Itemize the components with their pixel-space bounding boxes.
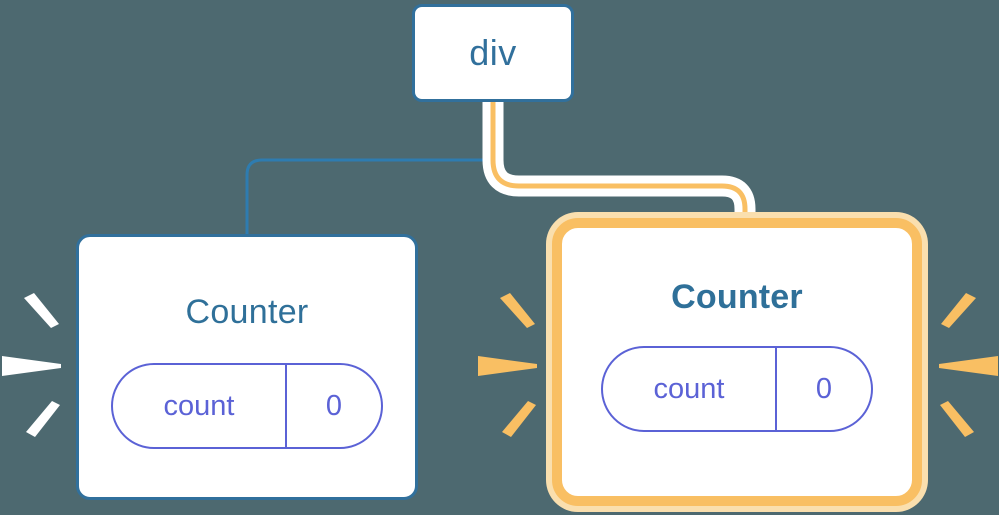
edge-div-to-counter-right bbox=[490, 102, 748, 232]
state-pill-left: count 0 bbox=[111, 363, 383, 449]
node-div-label: div bbox=[469, 32, 517, 73]
node-counter-right[interactable]: Counter count 0 bbox=[552, 218, 922, 506]
node-counter-right-title: Counter bbox=[671, 278, 803, 316]
node-counter-left[interactable]: Counter count 0 bbox=[76, 234, 418, 500]
node-div[interactable]: div bbox=[412, 4, 574, 102]
state-value-left: 0 bbox=[285, 365, 381, 447]
edge-div-to-counter-right-halo bbox=[482, 102, 756, 232]
state-value-right: 0 bbox=[775, 348, 871, 430]
node-counter-left-title: Counter bbox=[185, 293, 309, 331]
edge-div-to-counter-left bbox=[245, 102, 495, 236]
state-pill-right: count 0 bbox=[601, 346, 873, 432]
state-key-right: count bbox=[653, 372, 725, 405]
state-key-left: count bbox=[163, 389, 235, 422]
